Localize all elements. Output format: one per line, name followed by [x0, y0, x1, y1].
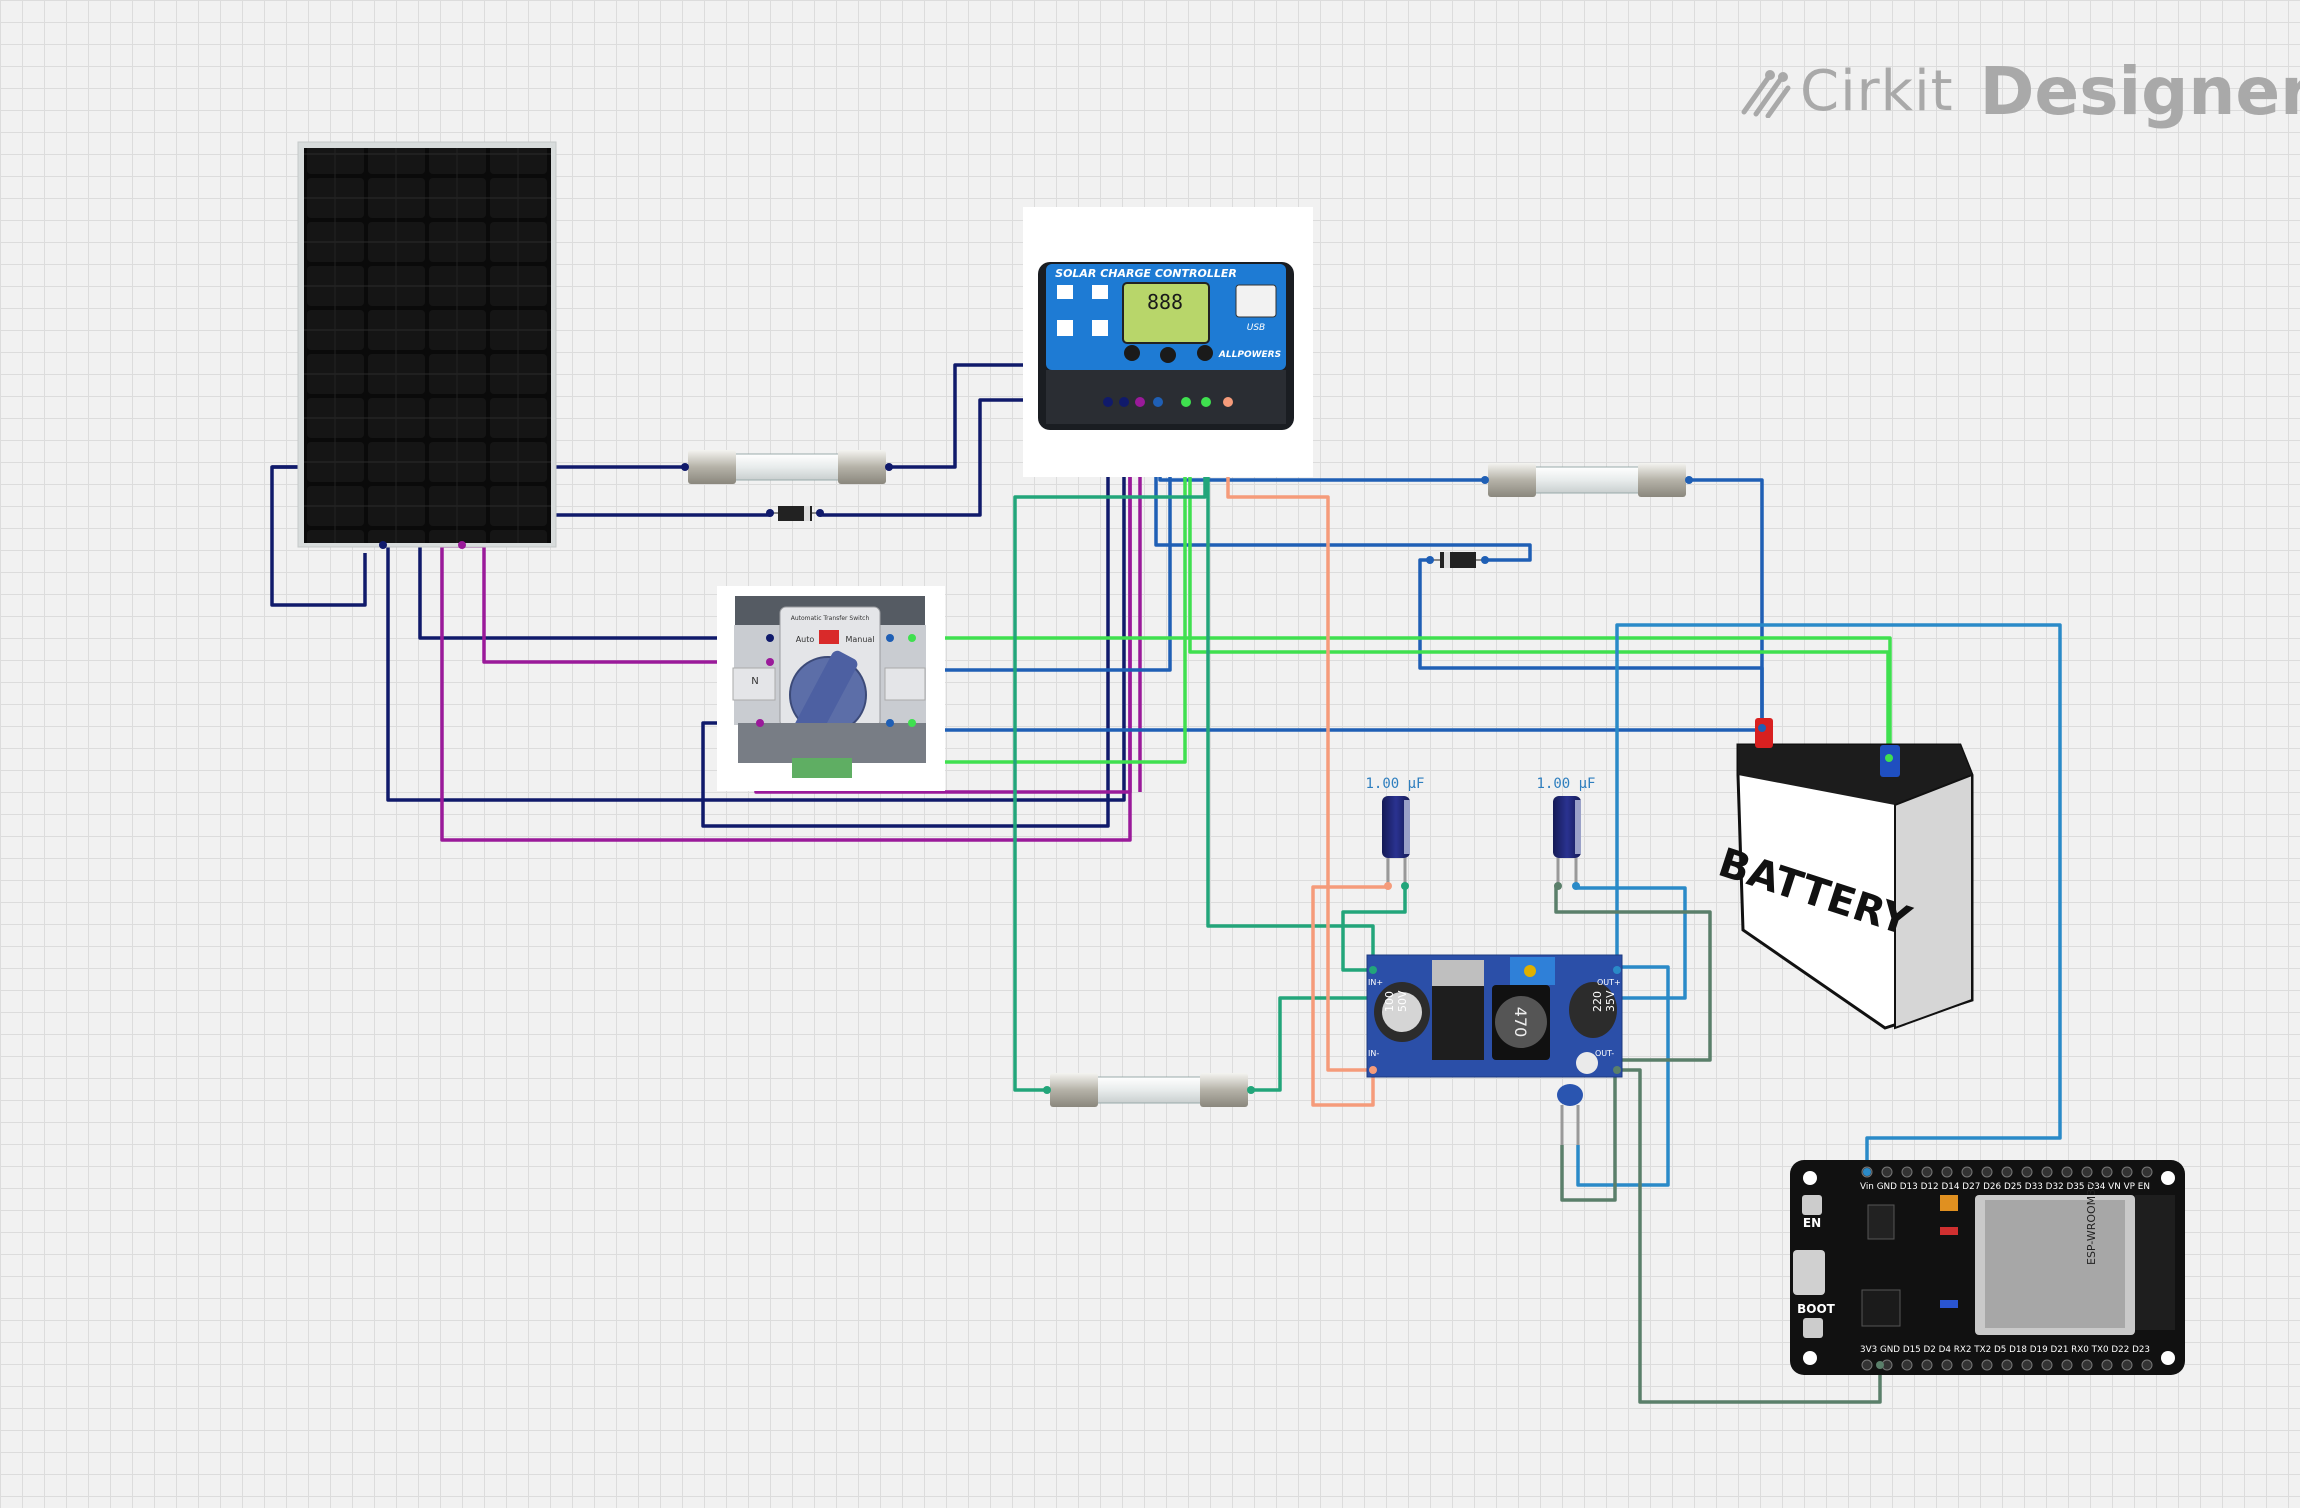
wire-navy-panel-loop[interactable] [270, 465, 367, 607]
controller-usb: USB [1247, 323, 1265, 333]
fuse-3[interactable] [1043, 1073, 1255, 1107]
wire-grey-buck-to-esp[interactable] [1620, 1068, 1882, 1404]
esp32-board[interactable]: Vin GND D13 D12 D14 D27 D26 D25 D33 D32 … [1790, 1160, 2185, 1375]
switch-manual: Manual [845, 635, 874, 644]
capacitor-2[interactable]: 1.00 µF [1536, 776, 1596, 890]
buck-cap-right-2: 35V [1604, 990, 1617, 1012]
buck-inductor: 470 [1511, 1007, 1530, 1038]
wire-green-switch-to-battery[interactable] [912, 636, 1892, 760]
wire-blue-fuse-to-battery[interactable] [1688, 478, 1764, 730]
buck-out-minus: OUT- [1595, 1049, 1614, 1058]
switch-auto: Auto [796, 635, 815, 644]
cirkit-logo-icon [1741, 70, 1791, 118]
wire-navy-panel-neg-to-switch[interactable] [418, 540, 770, 640]
controller-button-down[interactable] [1160, 347, 1176, 363]
controller-brand: ALLPOWERS [1218, 350, 1281, 360]
switch-mode-indicator[interactable] [819, 630, 839, 644]
controller-lcd-digits: 888 [1147, 290, 1183, 314]
capacitor-2-value: 1.00 µF [1536, 776, 1595, 792]
usb-port-icon [1793, 1250, 1825, 1295]
esp32-boot-button[interactable] [1803, 1318, 1823, 1338]
brand-name-part1: Cirkit [1800, 58, 1954, 124]
solar-panel[interactable] [297, 141, 557, 549]
buck-converter[interactable]: 100 50V 470 220 35V IN+ IN- OUT+ OUT- [1366, 954, 1623, 1078]
wire-teal-fuse-to-buck[interactable] [1248, 970, 1375, 1092]
automatic-transfer-switch[interactable]: Automatic Transfer Switch Auto Manual N [717, 586, 945, 791]
capacitor-1[interactable]: 1.00 µF [1365, 776, 1425, 890]
controller-lcd [1122, 282, 1210, 344]
switch-title: Automatic Transfer Switch [791, 615, 870, 622]
esp32-boot-label: BOOT [1797, 1302, 1836, 1316]
esp32-bottom-pins: 3V3 GND D15 D2 D4 RX2 TX2 D5 D18 D19 D21… [1860, 1345, 2150, 1355]
wire-sky-buck-out[interactable] [1576, 965, 1670, 1187]
controller-title: SOLAR CHARGE CONTROLLER [1055, 267, 1237, 280]
buck-cap-left-2: 50V [1396, 990, 1409, 1012]
diode-2[interactable] [1426, 552, 1489, 568]
esp32-module-label: ESP-WROOM32 [2085, 1182, 2098, 1265]
capacitor-1-value: 1.00 µF [1365, 776, 1424, 792]
controller-button-menu[interactable] [1124, 345, 1140, 361]
buck-cap-right-1: 220 [1591, 991, 1604, 1012]
wire-teal-controller-to-buck[interactable] [1206, 400, 1375, 970]
ceramic-capacitor[interactable] [1557, 1084, 1583, 1145]
esp32-top-pins: Vin GND D13 D12 D14 D27 D26 D25 D33 D32 … [1860, 1182, 2150, 1192]
switch-n-label: N [751, 676, 758, 687]
fuse-1[interactable] [681, 450, 893, 484]
solar-panel-icon [304, 148, 551, 543]
esp32-en-button[interactable] [1802, 1195, 1822, 1215]
cirkit-brand: Cirkit Designer [1738, 53, 2300, 130]
wire-green-controller-to-battery[interactable] [1188, 400, 1890, 760]
battery-positive-terminal[interactable] [1755, 718, 1773, 748]
diode-1[interactable] [766, 506, 824, 521]
buck-in-plus: IN+ [1368, 978, 1383, 987]
wire-teal-controller-to-fuse[interactable] [1013, 400, 1207, 1092]
fuse-2[interactable] [1481, 463, 1693, 497]
controller-button-up[interactable] [1197, 345, 1213, 361]
wire-navy-panel-bottom-loop[interactable] [386, 400, 1126, 802]
buck-cap-left-1: 100 [1383, 991, 1396, 1012]
wire-blue-diode-to-battery[interactable] [1418, 558, 1764, 730]
buck-out-plus: OUT+ [1597, 978, 1621, 987]
brand-name-part2: Designer [1979, 52, 2300, 130]
wire-sky-esp-to-buck[interactable] [1615, 623, 2062, 1170]
wire-grey-cap2-to-buck[interactable] [1554, 885, 1712, 1062]
esp32-en-label: EN [1803, 1216, 1821, 1230]
wire-teal-cap1-to-buck[interactable] [1341, 885, 1407, 972]
solar-charge-controller[interactable]: SOLAR CHARGE CONTROLLER 888 USB ALLPOWER… [1023, 207, 1313, 477]
battery[interactable]: BATTERY [1713, 718, 1974, 1030]
buck-in-minus: IN- [1368, 1049, 1379, 1058]
